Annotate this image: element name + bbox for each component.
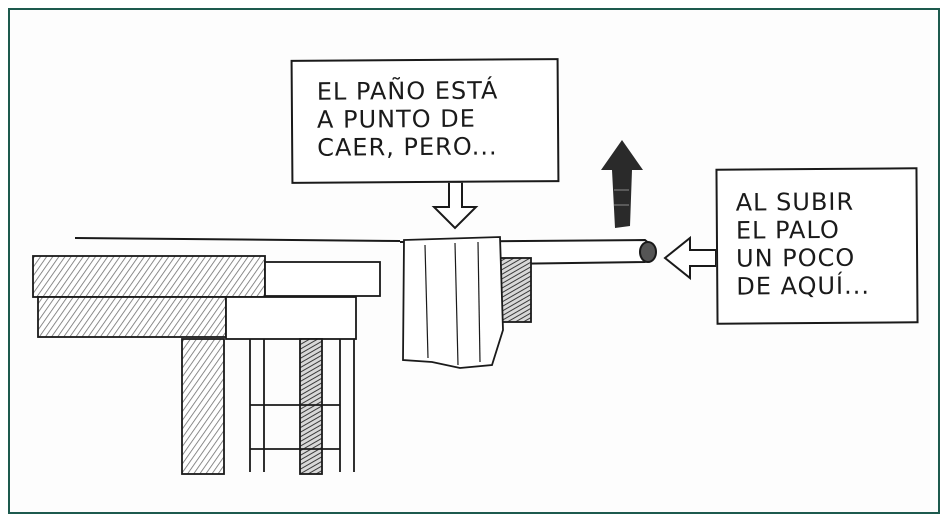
towel-drawing [402, 236, 532, 369]
bubble-right-line-3: UN POCO [735, 243, 856, 273]
bubble-right-line-4: DE AQUÍ... [736, 271, 871, 301]
bar-line [74, 237, 401, 242]
speech-bubble-left: EL PAÑO ESTÁ A PUNTO DE CAER, PERO... [290, 58, 560, 184]
hollow-down-arrow-icon [431, 181, 479, 230]
hollow-left-arrow-icon [663, 235, 717, 281]
bubble-left-line-1: EL PAÑO ESTÁ [316, 76, 499, 106]
solid-up-arrow-icon [601, 140, 643, 228]
cabinet-drawing [32, 255, 381, 475]
bubble-left-line-3: CAER, PERO... [317, 132, 498, 162]
bubble-left-line-2: A PUNTO DE [316, 104, 476, 134]
bubble-right-line-1: AL SUBIR [735, 187, 855, 217]
speech-bubble-right: AL SUBIR EL PALO UN POCO DE AQUÍ... [715, 167, 919, 325]
bubble-right-line-2: EL PALO [735, 215, 840, 245]
